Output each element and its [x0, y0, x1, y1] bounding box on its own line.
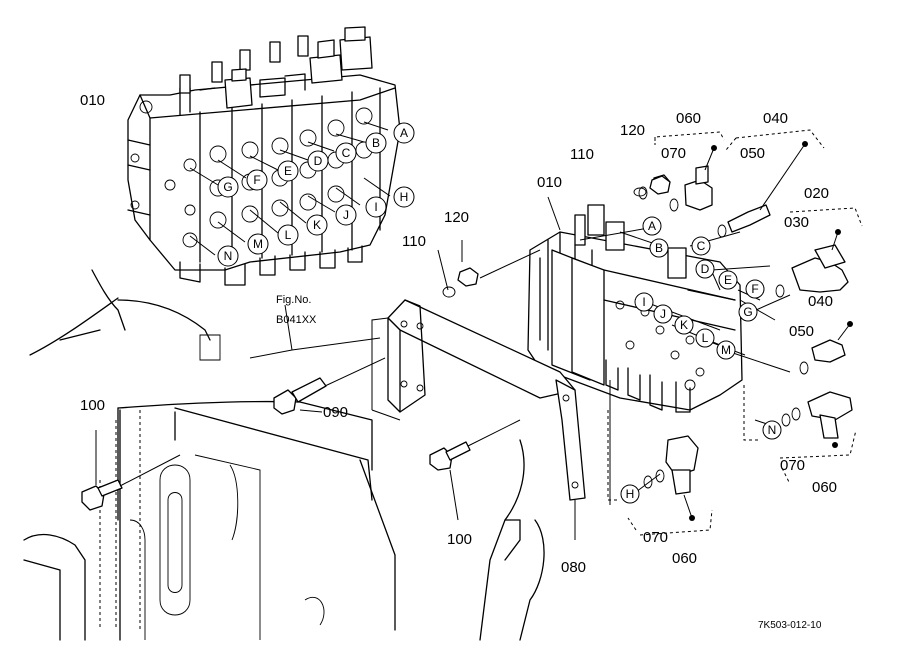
fig-ref-line1: Fig.No. — [276, 294, 311, 306]
port-label-D: D — [307, 150, 329, 172]
port-label-A: A — [393, 122, 415, 144]
port-label-F: F — [246, 169, 268, 191]
svg-text:D: D — [701, 262, 710, 276]
svg-text:L: L — [285, 228, 292, 242]
port-label-M: M — [247, 233, 269, 255]
svg-text:E: E — [724, 273, 732, 287]
svg-text:I: I — [374, 200, 377, 214]
part-number-110-top: 110 — [570, 146, 594, 163]
svg-text:D: D — [314, 154, 323, 168]
svg-text:J: J — [343, 208, 349, 222]
part-number-070-bottom: 070 — [643, 529, 668, 546]
part-number-120-top: 120 — [620, 122, 645, 139]
port-labels-right: A B C D E F G I J K L M H N — [620, 216, 782, 504]
port-label-D: D — [695, 259, 715, 279]
svg-text:M: M — [253, 237, 263, 251]
part-number-020: 020 — [804, 185, 829, 202]
svg-text:B: B — [372, 136, 380, 150]
part-number-110-left: 110 — [402, 233, 426, 250]
port-label-I: I — [365, 196, 387, 218]
port-label-A: A — [642, 216, 662, 236]
svg-text:M: M — [721, 343, 731, 357]
fig-ref-line2: B041XX — [276, 314, 317, 326]
port-label-M: M — [716, 340, 736, 360]
nuts-washers — [442, 175, 671, 298]
part-number-labels: 010 010 120 060 040 110 070 050 020 030 … — [80, 92, 837, 576]
port-label-J: J — [335, 204, 357, 226]
part-number-030: 030 — [784, 214, 809, 231]
part-number-070-top: 070 — [661, 145, 686, 162]
port-label-K: K — [674, 315, 694, 335]
part-number-080: 080 — [561, 559, 586, 576]
bolts — [81, 240, 576, 540]
svg-text:J: J — [660, 307, 666, 321]
port-label-K: K — [306, 214, 328, 236]
figure-reference: Fig.No. B041XX — [276, 294, 317, 326]
svg-text:K: K — [313, 218, 321, 232]
part-number-090: 090 — [323, 404, 348, 421]
control-valve-assembly-right — [527, 204, 743, 413]
svg-text:N: N — [768, 423, 777, 437]
part-number-100-left: 100 — [80, 397, 105, 414]
port-label-E: E — [718, 270, 738, 290]
port-label-L: L — [277, 224, 299, 246]
port-label-C: C — [691, 236, 711, 256]
svg-text:N: N — [224, 249, 233, 263]
part-number-040-top: 040 — [763, 110, 788, 127]
svg-text:K: K — [680, 318, 688, 332]
port-label-I: I — [634, 292, 654, 312]
port-labels-left: A B C D E F G H I J K L M N — [217, 122, 415, 267]
port-label-B: B — [649, 238, 669, 258]
port-label-H: H — [620, 484, 640, 504]
port-label-L: L — [695, 328, 715, 348]
svg-text:B: B — [655, 241, 663, 255]
part-number-060-top: 060 — [676, 110, 701, 127]
part-number-040-mid: 040 — [808, 293, 833, 310]
port-label-J: J — [653, 304, 673, 324]
port-label-N: N — [217, 245, 239, 267]
svg-text:H: H — [626, 487, 635, 501]
part-number-100-bottom: 100 — [447, 531, 472, 548]
svg-text:G: G — [223, 180, 232, 194]
port-label-E: E — [277, 160, 299, 182]
svg-text:L: L — [702, 331, 709, 345]
part-number-050-mid: 050 — [789, 323, 814, 340]
svg-text:I: I — [642, 295, 645, 309]
part-number-010-left: 010 — [80, 92, 105, 109]
svg-text:C: C — [342, 146, 351, 160]
port-label-F: F — [745, 279, 765, 299]
part-number-120-left: 120 — [444, 209, 469, 226]
part-number-060-bottom: 060 — [672, 550, 697, 567]
drawing-code: 7K503-012-10 — [758, 620, 822, 631]
left-port-leaders — [189, 121, 391, 256]
part-number-010-right: 010 — [537, 174, 562, 191]
svg-text:H: H — [400, 190, 409, 204]
group-brackets — [607, 129, 863, 536]
svg-text:F: F — [751, 282, 758, 296]
port-label-G: G — [217, 176, 239, 198]
mounting-bracket — [371, 299, 611, 505]
svg-text:A: A — [648, 219, 656, 233]
port-label-G: G — [738, 302, 758, 322]
svg-text:E: E — [284, 164, 292, 178]
svg-text:G: G — [743, 305, 752, 319]
port-label-N: N — [762, 420, 782, 440]
fittings-right — [775, 229, 853, 448]
part-number-060-right: 060 — [812, 479, 837, 496]
part-number-050-top: 050 — [740, 145, 765, 162]
port-label-C: C — [335, 142, 357, 164]
svg-text:C: C — [697, 239, 706, 253]
part-number-070-right: 070 — [780, 457, 805, 474]
svg-text:A: A — [400, 126, 408, 140]
port-label-H: H — [393, 186, 415, 208]
svg-text:F: F — [253, 173, 260, 187]
fittings-bottom — [643, 435, 699, 521]
port-label-B: B — [365, 132, 387, 154]
